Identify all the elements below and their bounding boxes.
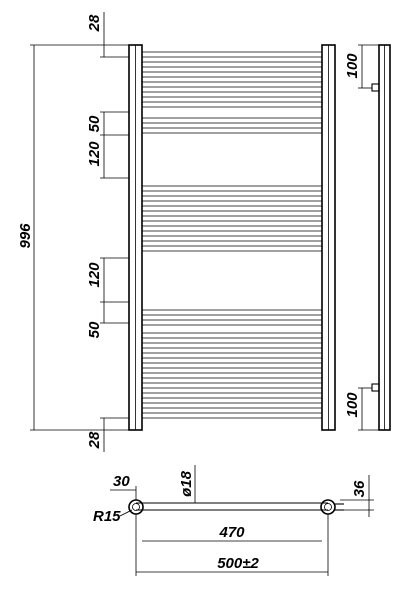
upper-gap-large-label: 120: [86, 141, 103, 167]
top-offset-label: 28: [86, 14, 103, 32]
lower-gap-large-label: 120: [86, 262, 103, 288]
right-collector-section: [320, 499, 336, 515]
radius-label: R15: [93, 508, 121, 525]
radius-leader-line: [119, 509, 133, 517]
top-view: 30 ø18 R15 36 470 500±2: [93, 465, 374, 576]
bottom-offset-label: 28: [86, 431, 103, 449]
bottom-connection-nipple: [371, 383, 380, 392]
horizontal-rungs: [142, 51, 322, 419]
offset-label: 30: [113, 473, 130, 490]
left-collector-section: [128, 499, 144, 515]
front-view: 996 28 50 120 120 50 28: [17, 12, 336, 452]
top-connection-label: 100: [344, 53, 361, 79]
depth-label: 36: [351, 480, 368, 497]
overall-width-label: 500±2: [217, 555, 259, 572]
top-connection-nipple: [371, 83, 380, 92]
height-total-label: 996: [17, 223, 34, 249]
lower-gap-small-label: 50: [86, 321, 103, 338]
bottom-connection-label: 100: [344, 392, 361, 418]
side-view: 100 100: [344, 44, 391, 431]
right-collector-section-inner: [324, 503, 332, 511]
upper-gap-small-label: 50: [86, 115, 103, 132]
tube-diameter-label: ø18: [178, 470, 195, 497]
axis-distance-label: 470: [218, 524, 245, 541]
left-collector-section-inner: [132, 503, 140, 511]
